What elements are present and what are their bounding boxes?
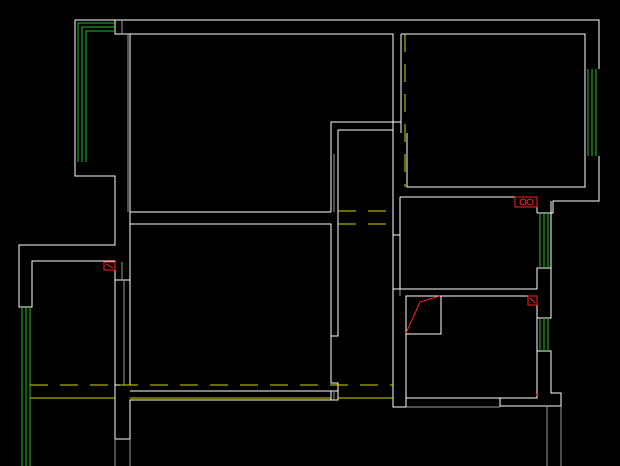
thin-lines bbox=[114, 20, 562, 466]
window-symbol-icon bbox=[21, 307, 31, 466]
window-symbol-icon bbox=[539, 213, 549, 268]
door-swing-icon bbox=[405, 295, 442, 335]
thin-line-left-column bbox=[114, 20, 131, 466]
walls bbox=[18, 19, 600, 440]
windows bbox=[21, 22, 597, 466]
window-symbol-icon bbox=[77, 22, 115, 162]
left-lower-wall bbox=[114, 212, 339, 440]
bottom-right-room bbox=[392, 283, 562, 408]
upper-right-room bbox=[392, 33, 586, 188]
fixture-mark bbox=[535, 392, 539, 397]
axis-lines bbox=[30, 34, 406, 399]
thin-line-bottom-right bbox=[399, 289, 562, 466]
central-column bbox=[330, 122, 538, 236]
middle-right-room bbox=[392, 197, 552, 319]
top-outer-wall bbox=[114, 19, 600, 214]
bottom-wall bbox=[130, 390, 339, 401]
window-symbol-icon bbox=[587, 69, 597, 156]
fixtures bbox=[103, 196, 539, 397]
outlet-symbol-icon bbox=[514, 196, 538, 208]
outlet-symbol-icon bbox=[527, 295, 538, 306]
outlet-symbol-icon bbox=[103, 261, 116, 271]
left-upper-wall bbox=[18, 19, 331, 308]
window-symbol-icon bbox=[539, 318, 549, 351]
